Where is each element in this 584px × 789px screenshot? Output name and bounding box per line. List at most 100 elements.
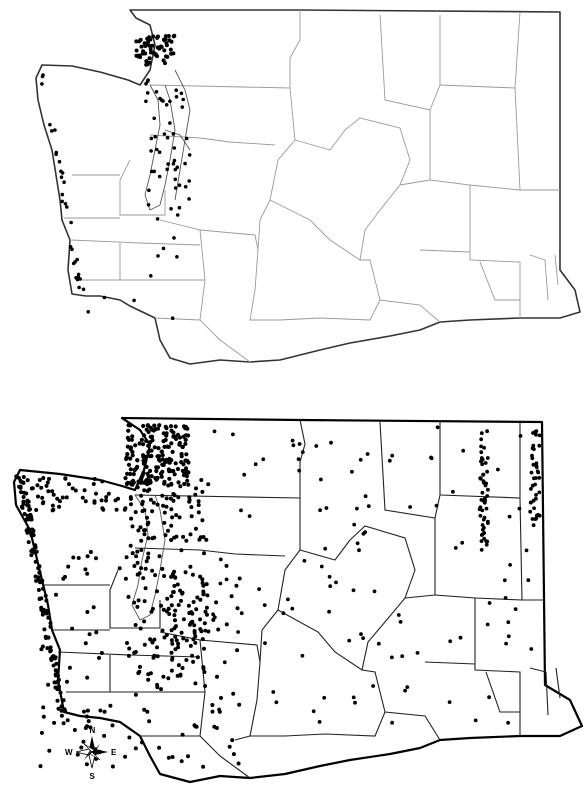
occurrence-point — [53, 668, 58, 673]
occurrence-point — [363, 494, 368, 499]
occurrence-point — [163, 533, 168, 538]
occurrence-point — [75, 277, 80, 282]
occurrence-point — [169, 507, 174, 512]
occurrence-point — [59, 708, 64, 713]
occurrence-point — [290, 438, 295, 443]
occurrence-point — [236, 630, 241, 634]
occurrence-point — [139, 538, 144, 543]
occurrence-point — [147, 56, 152, 61]
occurrence-point — [434, 503, 439, 508]
occurrence-point — [473, 718, 478, 723]
occurrence-point — [184, 136, 189, 141]
occurrence-point — [126, 462, 132, 467]
occurrence-point — [123, 576, 128, 581]
occurrence-point — [193, 724, 198, 729]
occurrence-point — [152, 535, 157, 540]
occurrence-point — [92, 477, 97, 481]
occurrence-point — [21, 475, 26, 479]
occurrence-point — [57, 499, 62, 504]
occurrence-point — [164, 609, 169, 614]
occurrence-point — [174, 624, 178, 629]
occurrence-point — [152, 423, 157, 428]
occurrence-point — [190, 572, 195, 577]
occurrence-point — [172, 146, 177, 150]
occurrence-point — [192, 631, 197, 635]
occurrence-point — [148, 497, 153, 502]
occurrence-point — [158, 471, 164, 476]
occurrence-point — [170, 656, 175, 661]
occurrence-point — [134, 39, 139, 44]
occurrence-point — [296, 457, 301, 461]
occurrence-point — [29, 533, 34, 538]
occurrence-point — [479, 539, 484, 543]
occurrence-point — [169, 482, 174, 487]
occurrence-point — [534, 463, 539, 468]
occurrence-point — [88, 725, 93, 730]
occurrence-point — [70, 626, 75, 631]
occurrence-point — [482, 531, 487, 535]
occurrence-point — [147, 43, 152, 48]
occurrence-point — [167, 612, 172, 616]
occurrence-point — [171, 430, 176, 435]
occurrence-point — [194, 607, 199, 612]
occurrence-point — [141, 423, 146, 429]
occurrence-point — [480, 462, 485, 467]
occurrence-point — [54, 661, 59, 666]
occurrence-point — [253, 462, 258, 467]
occurrence-point — [185, 426, 190, 431]
occurrence-point — [40, 501, 45, 506]
occurrence-point — [201, 665, 206, 670]
occurrence-point — [134, 48, 139, 53]
occurrence-point — [125, 452, 130, 457]
occurrence-point — [403, 688, 407, 693]
occurrence-point — [139, 566, 144, 571]
occurrence-point — [48, 645, 53, 650]
occurrence-point — [48, 621, 53, 626]
occurrence-point — [141, 433, 147, 438]
occurrence-point — [201, 591, 206, 596]
occurrence-point — [130, 524, 135, 529]
occurrence-point — [150, 438, 155, 443]
occurrence-point — [172, 472, 177, 477]
occurrence-point — [164, 457, 169, 463]
compass-south-label: S — [90, 772, 96, 781]
occurrence-point — [461, 448, 466, 453]
occurrence-point — [177, 515, 182, 520]
occurrence-point — [143, 566, 148, 571]
occurrence-point — [175, 432, 181, 437]
occurrence-point — [217, 707, 222, 712]
occurrence-point — [55, 496, 60, 501]
occurrence-point — [160, 493, 165, 498]
occurrence-point — [50, 508, 55, 513]
occurrence-point — [157, 46, 162, 51]
occurrence-point — [172, 583, 177, 588]
occurrence-point — [155, 654, 160, 659]
occurrence-point — [358, 457, 363, 462]
occurrence-point — [482, 525, 486, 530]
occurrence-point — [81, 739, 86, 744]
occurrence-point — [56, 677, 61, 682]
occurrence-point — [132, 600, 137, 605]
occurrence-point — [110, 723, 115, 728]
occurrence-point — [73, 488, 78, 493]
occurrence-point — [231, 691, 236, 696]
occurrence-point — [168, 496, 173, 501]
occurrence-point — [44, 483, 49, 488]
occurrence-point — [351, 588, 356, 593]
occurrence-point — [327, 609, 331, 614]
occurrence-point — [478, 505, 483, 510]
occurrence-point — [86, 719, 91, 724]
occurrence-point — [460, 540, 465, 545]
occurrence-point — [173, 608, 178, 613]
occurrence-point — [198, 597, 203, 602]
occurrence-point — [400, 654, 405, 659]
occurrence-point — [183, 184, 188, 189]
occurrence-point — [80, 495, 85, 500]
occurrence-point — [534, 429, 539, 433]
occurrence-point — [181, 636, 186, 641]
occurrence-point — [132, 650, 137, 655]
occurrence-point — [180, 105, 185, 109]
occurrence-point — [215, 674, 219, 679]
occurrence-point — [175, 466, 181, 472]
occurrence-point — [184, 538, 189, 543]
